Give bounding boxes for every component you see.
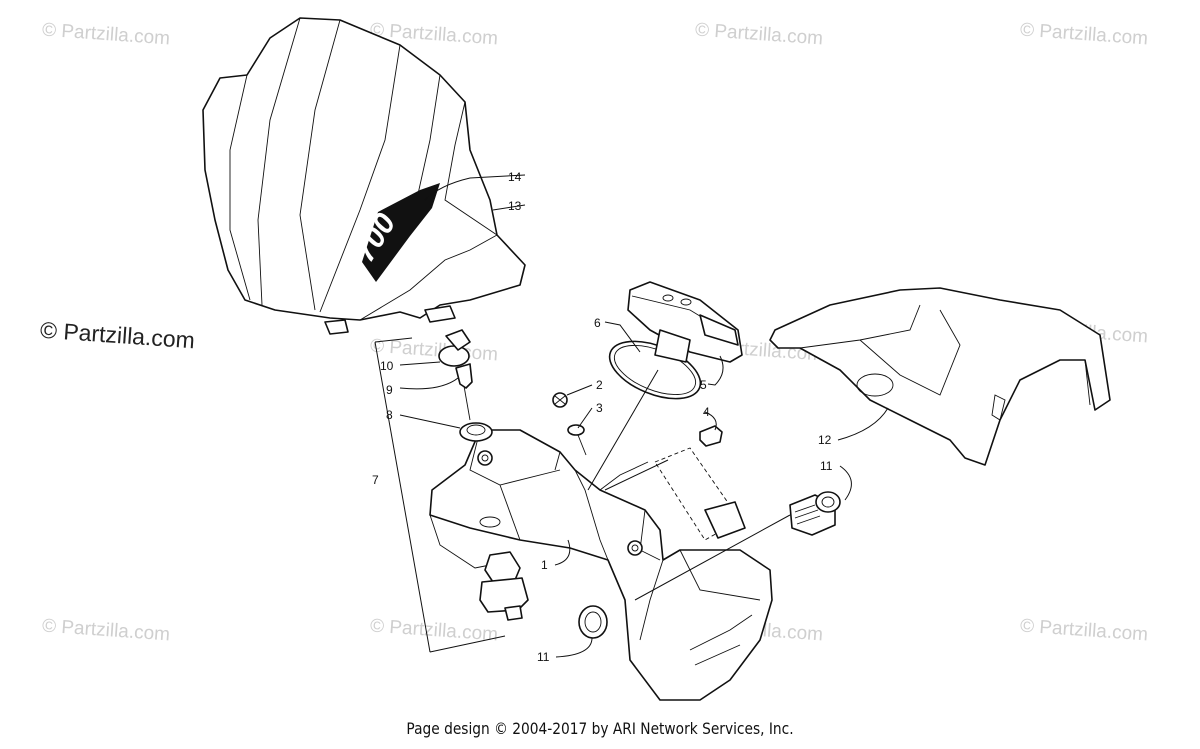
connector-part-4[interactable] xyxy=(699,425,723,447)
wire-harness[interactable] xyxy=(654,447,746,541)
callout-14[interactable]: 14 xyxy=(508,170,522,184)
leader-8 xyxy=(399,414,461,429)
callout-4[interactable]: 4 xyxy=(703,405,710,419)
key-cap-part-10[interactable] xyxy=(438,329,471,367)
leader-2 xyxy=(566,384,593,396)
page-footer: Page design © 2004-2017 by ARI Network S… xyxy=(406,719,794,738)
callout-9[interactable]: 9 xyxy=(386,383,393,397)
callout-12[interactable]: 12 xyxy=(818,433,832,447)
leader-5 xyxy=(707,355,724,386)
leader-6 xyxy=(604,321,641,353)
callout-13[interactable]: 13 xyxy=(508,199,522,213)
callout-11-left[interactable]: 11 xyxy=(537,650,550,664)
bolt-part-3[interactable] xyxy=(567,424,587,456)
assembly-lines xyxy=(587,369,791,601)
leader-12 xyxy=(837,407,889,441)
leader-10 xyxy=(399,361,441,366)
side-cover-part-12[interactable] xyxy=(769,287,1111,466)
power-socket-part-11[interactable] xyxy=(789,491,841,536)
ring-nut-part-11[interactable] xyxy=(578,605,608,639)
callout-10[interactable]: 10 xyxy=(380,359,394,373)
callout-11-right[interactable]: 11 xyxy=(820,459,833,473)
dash-housing-part-1[interactable] xyxy=(429,429,773,701)
windshield-part-13[interactable] xyxy=(202,17,526,335)
nut-part-8[interactable] xyxy=(459,422,493,442)
callout-5[interactable]: 5 xyxy=(700,378,707,392)
callout-8[interactable]: 8 xyxy=(386,408,393,422)
callout-3[interactable]: 3 xyxy=(596,401,603,415)
callout-1[interactable]: 1 xyxy=(541,558,548,572)
leader-14 xyxy=(424,174,526,201)
callout-2[interactable]: 2 xyxy=(596,378,603,392)
leader-13 xyxy=(492,204,526,211)
leader-1 xyxy=(554,539,571,566)
leader-11-right xyxy=(839,465,852,501)
callout-6[interactable]: 6 xyxy=(594,316,601,330)
leader-11-left xyxy=(555,637,593,658)
gauge-part-5[interactable] xyxy=(627,281,743,363)
key-part-9[interactable] xyxy=(455,363,473,421)
leader-9 xyxy=(399,377,459,390)
screw-part-2[interactable] xyxy=(552,392,568,408)
leader-4 xyxy=(704,411,717,431)
leader-3 xyxy=(577,407,593,429)
bracket-7 xyxy=(374,337,506,653)
ignition-switch[interactable] xyxy=(479,551,529,621)
callout-7[interactable]: 7 xyxy=(372,473,379,487)
